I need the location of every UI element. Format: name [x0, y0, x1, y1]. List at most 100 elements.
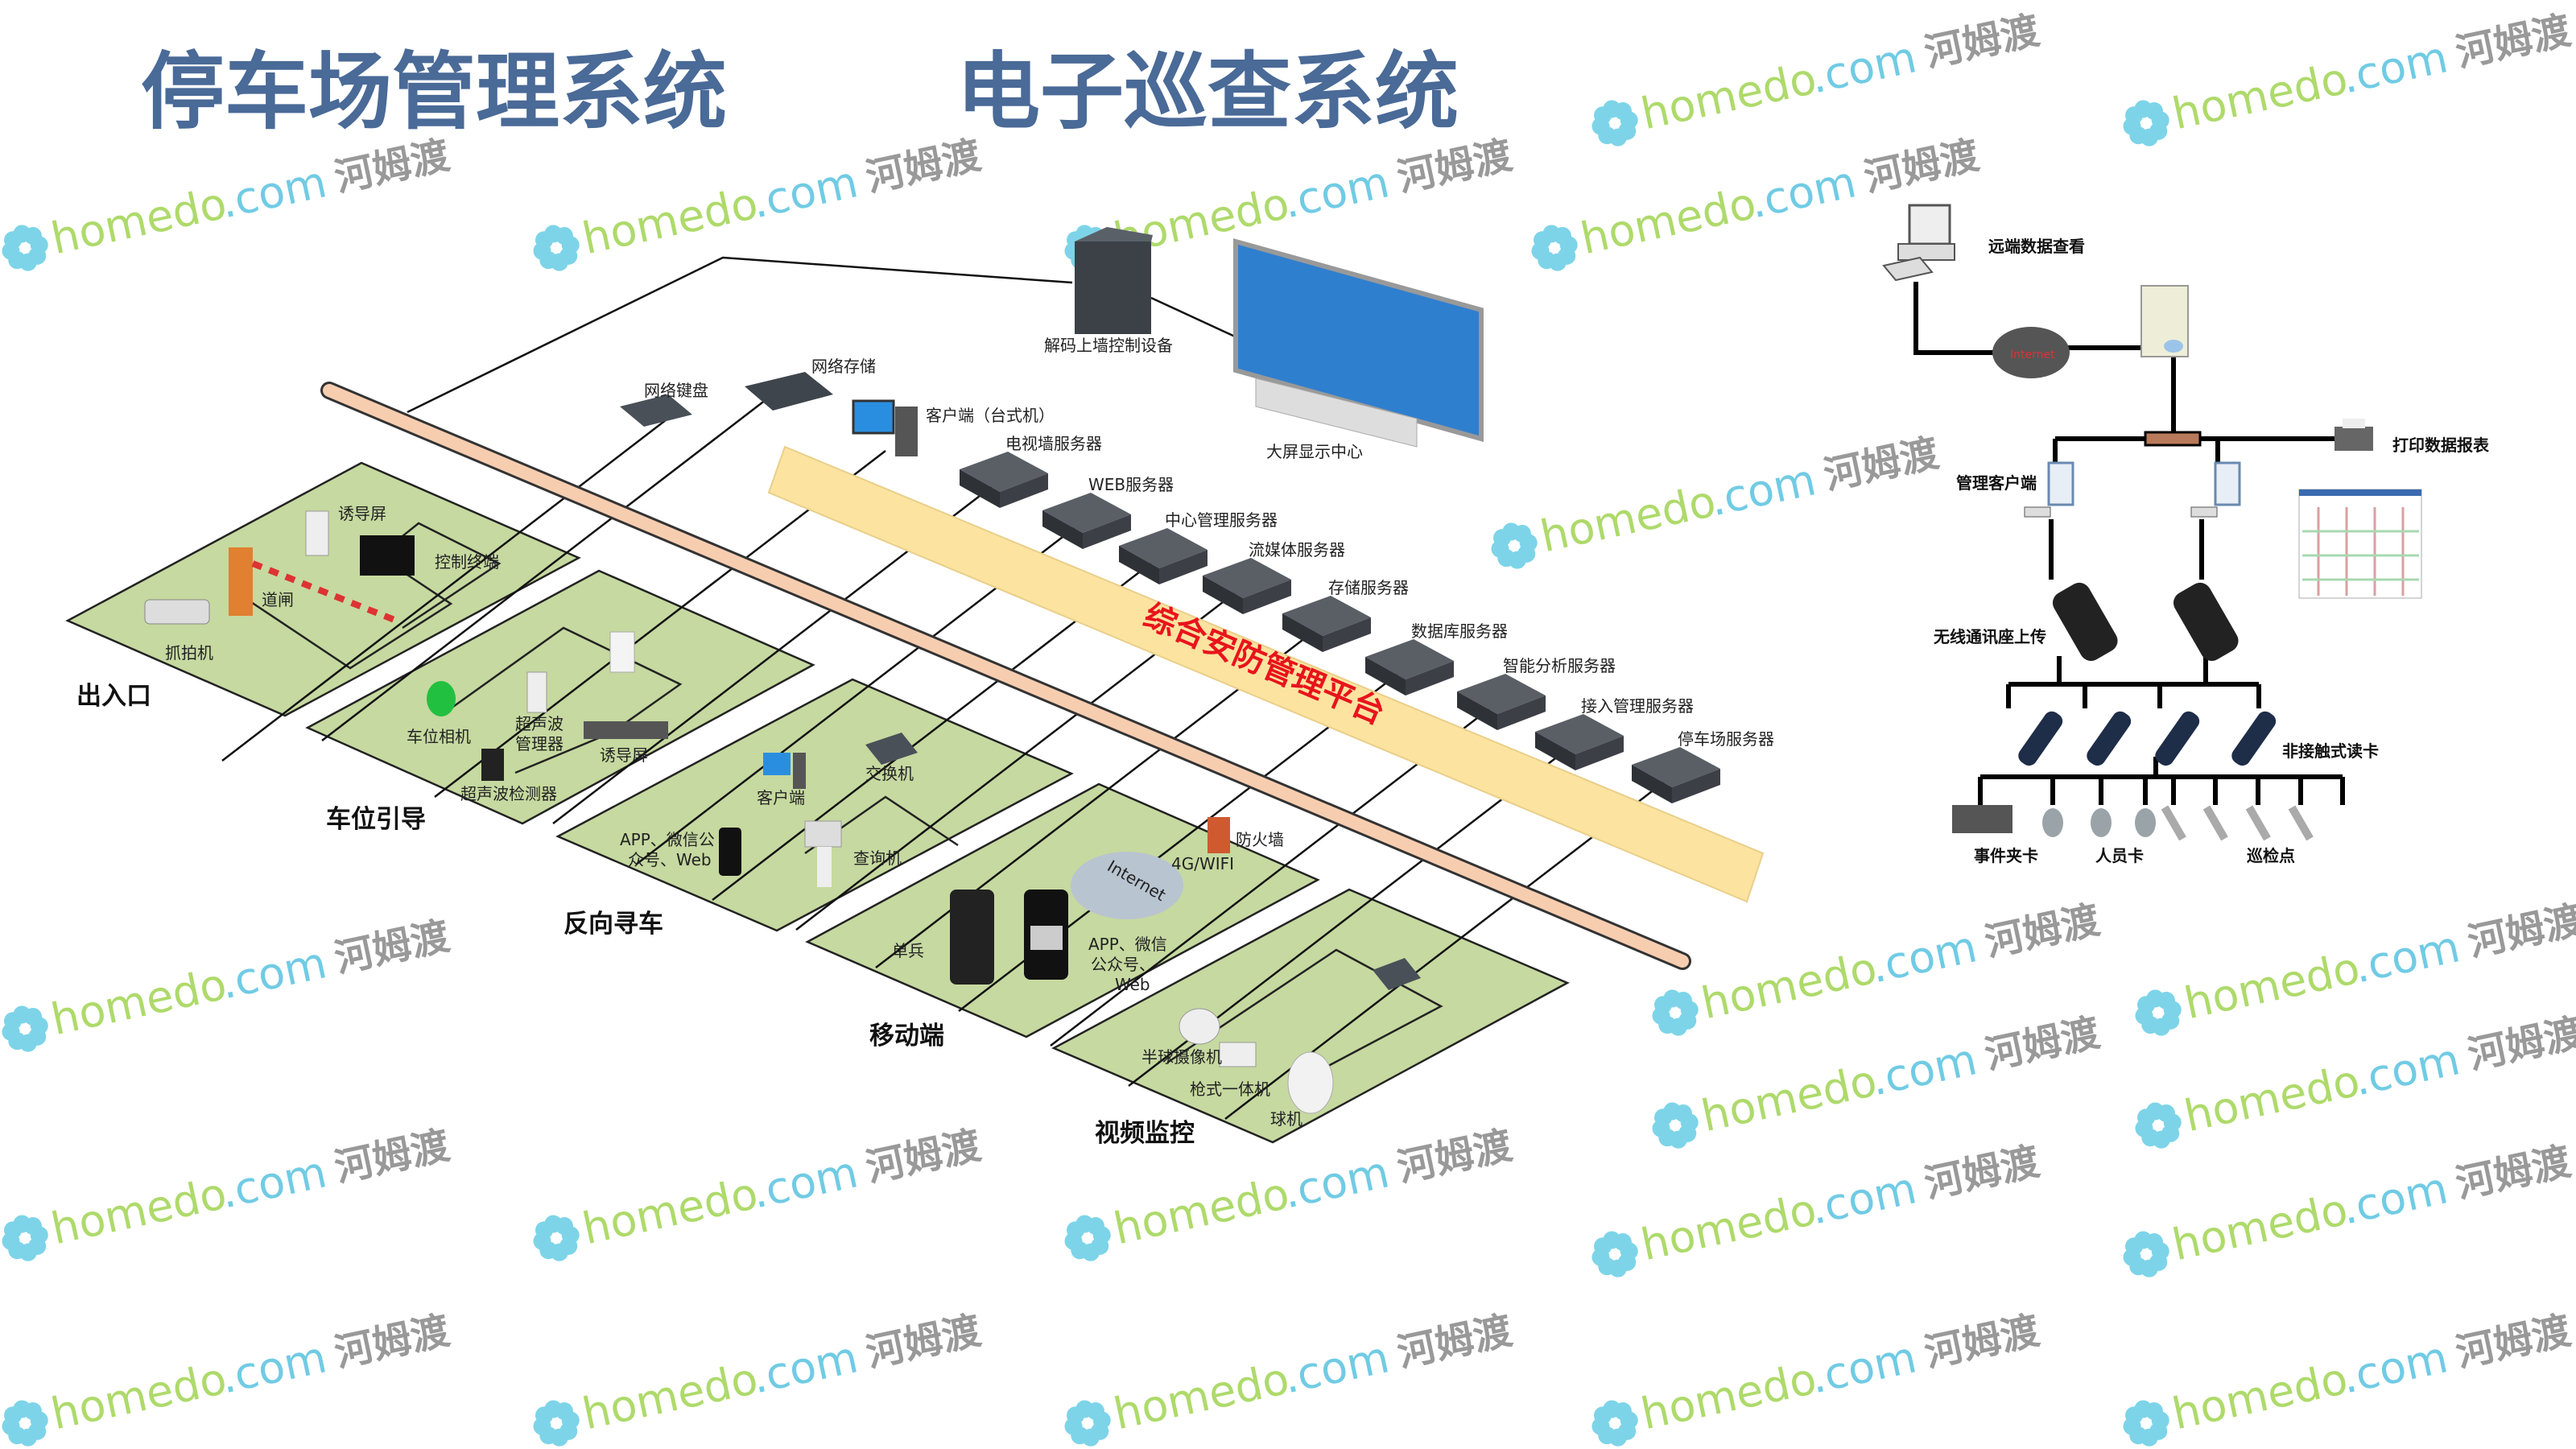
watermark-brand: homedo	[1109, 1353, 1294, 1439]
server-icon	[1203, 558, 1291, 598]
watermark-cn: 河姆渡	[1820, 431, 1943, 499]
label-wireless-upload: 无线通讯座上传	[1934, 627, 2046, 646]
watermark-tld: .com	[216, 1331, 331, 1403]
label-staff-card: 人员卡	[2095, 846, 2144, 865]
server-item: 数据库服务器	[1365, 621, 1508, 696]
watermark-flower-icon	[1064, 1215, 1111, 1261]
phone-icon	[719, 828, 741, 876]
watermark-flower-icon	[2, 225, 48, 271]
zone-title-mobile: 移动端	[869, 1022, 944, 1051]
label-dome-camera: 半球摄像机	[1141, 1047, 1222, 1067]
led-guide-screen-icon	[584, 721, 668, 739]
watermark-cn: 河姆渡	[862, 1123, 985, 1191]
label-capture-camera: 抓拍机	[165, 643, 213, 663]
watermark-flower-icon	[2123, 1400, 2169, 1447]
card-reader-icon	[2231, 711, 2277, 766]
label-ptz-camera: 球机	[1270, 1109, 1302, 1129]
watermark-cn: 河姆渡	[331, 1308, 454, 1377]
server-front	[1406, 661, 1454, 696]
watermark-tld: .com	[1278, 1331, 1393, 1403]
watermark-brand: homedo	[2168, 53, 2352, 139]
watermark-brand: homedo	[47, 1353, 231, 1439]
ultrasonic-manager-icon	[526, 671, 547, 713]
patrol-drop-lines	[1978, 777, 2345, 805]
watermark-flower-icon	[1064, 1400, 1111, 1447]
guide-screen-icon	[305, 510, 329, 556]
control-terminal-icon	[360, 535, 415, 576]
platform-band	[767, 445, 1765, 903]
watermark-brand: homedo	[47, 1168, 231, 1254]
server-front	[1083, 514, 1131, 549]
watermark-tld: .com	[1806, 31, 1921, 103]
server-side	[1119, 546, 1159, 584]
watermark-tld: .com	[2337, 31, 2452, 103]
zone-reverse	[555, 678, 1074, 932]
dome-camera-icon	[1179, 1008, 1220, 1045]
watermark-tld: .com	[1866, 921, 1981, 993]
watermark-brand: homedo	[578, 1168, 762, 1254]
watermark-brand: homedo	[1637, 1184, 1821, 1270]
label-event-card: 事件夹卡	[1974, 846, 2038, 865]
mgmt-monitor-icon	[2190, 461, 2241, 518]
internet-cloud-icon	[1992, 327, 2070, 378]
network-link	[221, 414, 674, 762]
zone-guidance-wiring	[450, 626, 683, 774]
server-side	[1457, 691, 1497, 730]
server-front	[1159, 550, 1208, 584]
watermark-flower-icon	[2, 1400, 48, 1447]
watermark-tld: .com	[2349, 1034, 2464, 1105]
card-readers	[2018, 711, 2277, 766]
checkpoint-icon	[2288, 805, 2314, 841]
title-patrol-system: 电子巡查系统	[956, 43, 1459, 141]
server-side	[1282, 613, 1323, 652]
printer-icon	[2334, 419, 2373, 451]
server-label: 停车场服务器	[1678, 729, 1774, 749]
watermark-tld: .com	[2337, 1331, 2452, 1403]
server-icon	[1365, 639, 1454, 679]
server-tower-icon	[2140, 285, 2189, 357]
wireless-dock-icon	[2052, 582, 2118, 661]
watermark-cn: 河姆渡	[1393, 1308, 1517, 1377]
staff-card-icon	[2042, 808, 2063, 837]
watermark-flower-icon	[2135, 989, 2182, 1036]
wireless-dock-icon	[2173, 582, 2239, 661]
watermark-tld: .com	[2337, 1162, 2452, 1234]
watermark-tld: .com	[747, 1331, 862, 1403]
watermark-brand: homedo	[578, 178, 762, 264]
watermark-flower-icon	[2, 1215, 48, 1261]
watermark-cn: 河姆渡	[1981, 1010, 2104, 1079]
server-side	[960, 469, 1000, 508]
watermark-cn: 河姆渡	[331, 1123, 454, 1191]
watermark-cn: 河姆渡	[2452, 1139, 2575, 1208]
kiosk-icon	[804, 820, 842, 887]
server-label: 接入管理服务器	[1581, 696, 1694, 716]
watermark-tld: .com	[747, 156, 862, 228]
card-reader-icon	[2155, 711, 2200, 766]
watermark-tld: .com	[1866, 1034, 1981, 1105]
checkpoint-icon	[2245, 805, 2271, 841]
label-4g-wifi: 4G/WIFI	[1171, 854, 1234, 873]
watermark-tld: .com	[216, 937, 331, 1009]
watermark-cn: 河姆渡	[2452, 1308, 2575, 1377]
watermark-brand: homedo	[2180, 943, 2364, 1029]
server-side	[1632, 765, 1672, 803]
watermark-cn: 河姆渡	[1921, 8, 2044, 76]
label-ultrasonic-mgr-2: 管理器	[515, 734, 564, 753]
watermark-brand: homedo	[1697, 943, 1881, 1029]
label-patrol-cloud: Internet	[2010, 349, 2055, 361]
server-front	[1323, 617, 1371, 652]
watermark-flower-icon	[533, 225, 580, 271]
label-entrance-guide-screen: 诱导屏	[338, 504, 386, 523]
label-handheld: 单兵	[892, 941, 924, 960]
door-icon	[609, 631, 635, 673]
server-icon	[1119, 528, 1208, 568]
watermark-flower-icon	[533, 1215, 580, 1261]
